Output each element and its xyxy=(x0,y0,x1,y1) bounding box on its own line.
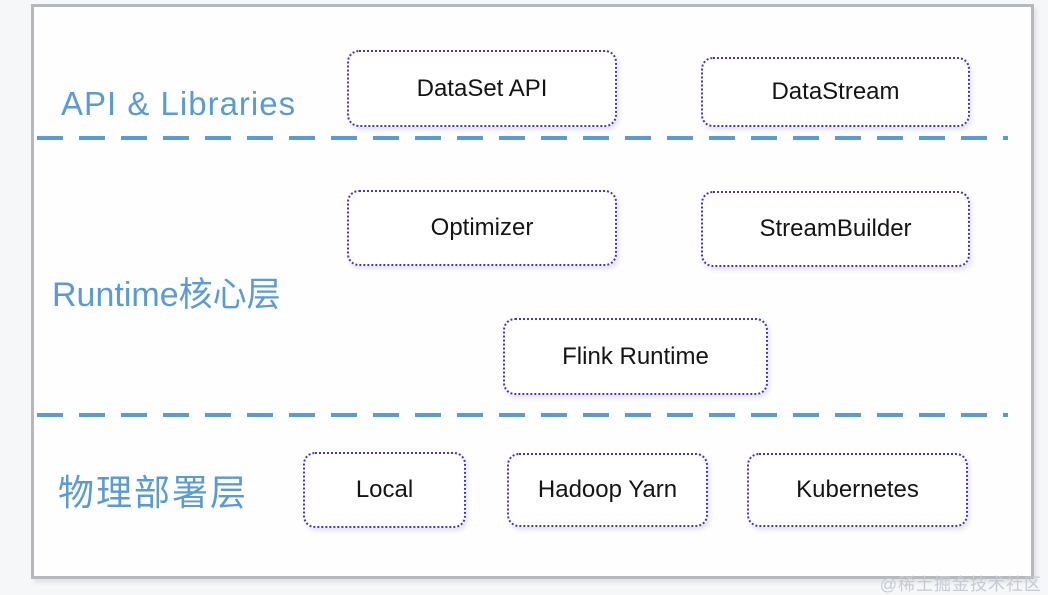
box-kubernetes: Kubernetes xyxy=(747,453,968,527)
box-streambuilder: StreamBuilder xyxy=(701,191,970,267)
box-local: Local xyxy=(303,452,466,528)
box-dataset-api: DataSet API xyxy=(347,50,617,127)
box-hadoop-yarn: Hadoop Yarn xyxy=(507,453,708,527)
box-optimizer: Optimizer xyxy=(347,190,617,266)
box-datastream: DataStream xyxy=(701,57,970,127)
layer-separator-2 xyxy=(37,413,1008,417)
layer-label-api-libraries: API & Libraries xyxy=(61,85,297,122)
layer-separator-1 xyxy=(37,136,1008,140)
watermark: @稀土掘金技术社区 xyxy=(879,575,1042,594)
layer-label-runtime-core: Runtime核心层 xyxy=(52,276,281,314)
layer-label-physical-deployment: 物理部署层 xyxy=(58,472,249,513)
box-flink-runtime: Flink Runtime xyxy=(503,318,768,395)
